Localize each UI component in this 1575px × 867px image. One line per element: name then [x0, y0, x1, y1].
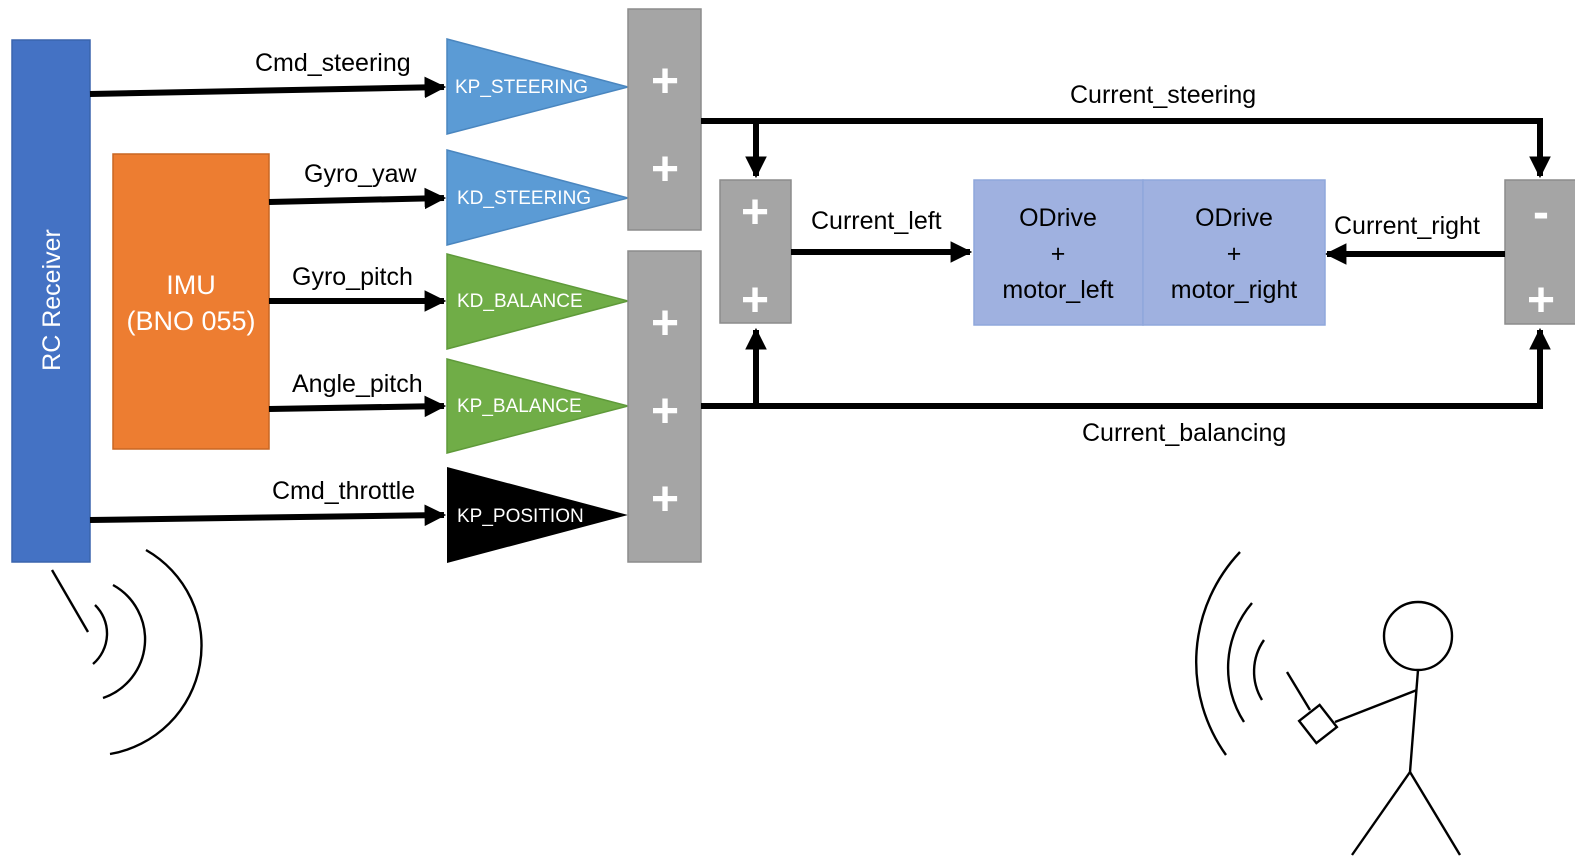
sum-sign: +	[651, 143, 679, 196]
current-right-label: Current_right	[1334, 212, 1480, 240]
imu-model-label: (BNO 055)	[126, 306, 255, 336]
sum-sign: +	[741, 186, 769, 239]
odrive-right-line2: +	[1227, 240, 1242, 268]
gyro-pitch-label: Gyro_pitch	[292, 263, 413, 291]
current-steering-wire	[701, 118, 1551, 179]
kp-steering-label: KP_STEERING	[455, 77, 588, 98]
kp-balance-label: KP_BALANCE	[457, 396, 582, 417]
gain-kp-steering: KP_STEERING	[446, 38, 631, 135]
gain-kd-balance: KD_BALANCE	[446, 253, 631, 350]
kd-balance-label: KD_BALANCE	[457, 291, 583, 312]
rc-receiver-label: RC Receiver	[38, 229, 66, 371]
stick-figure-remote-icon	[1195, 551, 1462, 856]
sum-sign: +	[651, 55, 679, 108]
sum-sign: -	[1533, 186, 1549, 239]
cmd-steering-label: Cmd_steering	[255, 49, 411, 77]
odrive-left-line1: ODrive	[1019, 204, 1097, 232]
kd-steering-label: KD_STEERING	[457, 188, 591, 209]
odrive-left-block: ODrive + motor_left	[973, 179, 1144, 326]
current-balancing-wire	[701, 327, 1551, 409]
cmd-throttle-label: Cmd_throttle	[272, 477, 415, 505]
gain-kp-balance: KP_BALANCE	[446, 358, 631, 454]
steering-summing-junction: + +	[627, 8, 702, 231]
gain-kp-position: KP_POSITION	[447, 467, 628, 563]
odrive-right-line1: ODrive	[1195, 204, 1273, 232]
odrive-right-line3: motor_right	[1171, 276, 1297, 304]
odrive-left-line3: motor_left	[1002, 276, 1113, 304]
sum-sign: +	[651, 473, 679, 526]
imu-block: IMU (BNO 055)	[112, 153, 270, 450]
rc-receiver-block: RC Receiver	[11, 39, 91, 563]
odrive-left-line2: +	[1051, 240, 1066, 268]
odrive-right-block: ODrive + motor_right	[1142, 179, 1326, 326]
angle-pitch-label: Angle_pitch	[292, 370, 423, 398]
sum-sign: +	[651, 297, 679, 350]
antenna-wave-icon	[50, 548, 203, 756]
imu-label: IMU	[166, 270, 216, 300]
gyro-yaw-label: Gyro_yaw	[304, 160, 417, 188]
current-balancing-label: Current_balancing	[1082, 419, 1286, 447]
gain-kd-steering: KD_STEERING	[446, 149, 631, 246]
sum-sign: +	[741, 274, 769, 327]
left-summing-junction: + +	[719, 179, 792, 327]
right-summing-junction: - +	[1504, 179, 1575, 327]
sum-sign: +	[1527, 274, 1555, 327]
input-wires	[89, 76, 447, 527]
sum-sign: +	[651, 385, 679, 438]
kp-position-label: KP_POSITION	[457, 506, 584, 527]
current-steering-label: Current_steering	[1070, 81, 1256, 109]
balance-summing-junction: + + +	[627, 250, 702, 563]
current-left-label: Current_left	[811, 207, 942, 235]
